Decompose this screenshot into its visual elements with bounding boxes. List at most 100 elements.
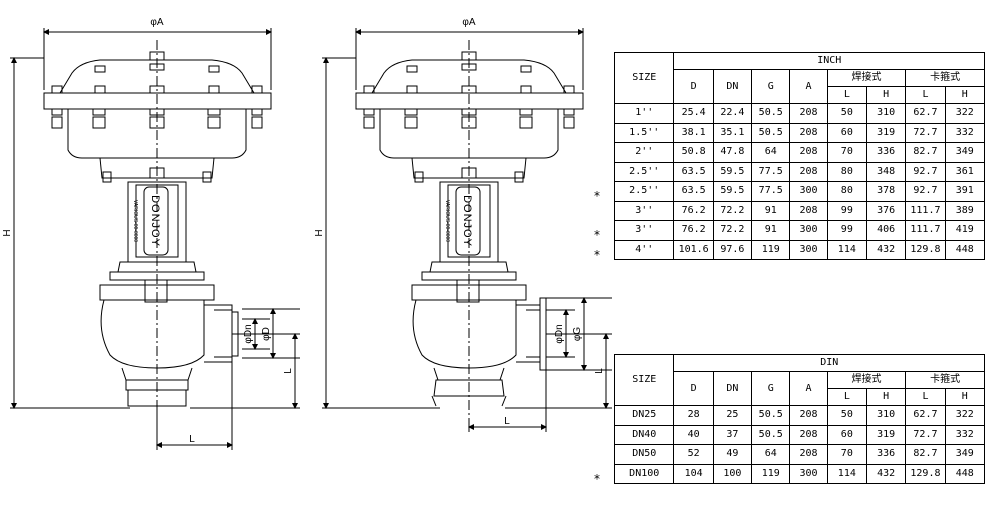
dim-phi-a-left: φA (150, 17, 163, 28)
value-cell: 50 (826, 405, 867, 426)
value-cell: 406 (865, 220, 907, 241)
inch-title: INCH (673, 52, 985, 70)
col-h-weld-header: H (865, 388, 907, 406)
dim-l-vertical-right: L (594, 368, 605, 374)
value-cell: 101.6 (673, 239, 714, 260)
value-cell: 59.5 (712, 161, 753, 182)
inch-spec-table: SIZE INCH D DN G A 焊接式 卡箍式 L H L H 1''25… (613, 52, 986, 260)
size-cell: DN50 (613, 444, 675, 465)
star-marker: * (594, 228, 600, 242)
col-h-clamp-header: H (944, 388, 986, 406)
value-cell: 28 (673, 405, 714, 426)
value-cell: 72.2 (712, 200, 753, 221)
size-cell: 3'' (613, 200, 675, 221)
value-cell: 432 (865, 463, 907, 484)
din-title: DIN (673, 354, 985, 372)
size-header: SIZE (613, 52, 675, 104)
welded-valve-drawing (10, 28, 300, 450)
value-cell: 119 (751, 463, 791, 484)
value-cell: 72.2 (712, 220, 753, 241)
brand-label-right: DONJOY (461, 195, 473, 247)
value-cell: 376 (865, 200, 907, 221)
value-cell: 348 (865, 161, 907, 182)
value-cell: 104 (673, 463, 714, 484)
value-cell: 50.8 (673, 142, 714, 163)
value-cell: 332 (944, 122, 986, 143)
value-cell: 38.1 (673, 122, 714, 143)
value-cell: 432 (865, 239, 907, 260)
weld-group-header: 焊接式 (826, 371, 907, 389)
value-cell: 111.7 (905, 200, 946, 221)
value-cell: 300 (789, 463, 828, 484)
col-d-header: D (673, 371, 714, 406)
value-cell: 349 (944, 142, 986, 163)
value-cell: 50.5 (751, 424, 791, 445)
value-cell: 114 (826, 239, 867, 260)
dim-phi-a-right: φA (462, 17, 475, 28)
size-cell: 3'' (613, 220, 675, 241)
clamp-group-header: 卡箍式 (905, 371, 985, 389)
col-a-header: A (789, 371, 828, 406)
value-cell: 300 (789, 220, 828, 241)
value-cell: 91 (751, 220, 791, 241)
dim-l-horizontal-left: L (189, 434, 195, 445)
col-dn-header: DN (712, 69, 753, 104)
value-cell: 114 (826, 463, 867, 484)
star-marker: * (594, 247, 600, 262)
value-cell: 92.7 (905, 161, 946, 182)
col-l-clamp-header: L (905, 388, 946, 406)
dim-phi-g-right: φG (572, 327, 583, 341)
value-cell: 50.5 (751, 405, 791, 426)
value-cell: 91 (751, 200, 791, 221)
clamp-valve-drawing (322, 28, 612, 432)
col-l-weld-header: L (826, 86, 867, 104)
value-cell: 92.7 (905, 181, 946, 202)
value-cell: 208 (789, 444, 828, 465)
value-cell: 80 (826, 181, 867, 202)
value-cell: 50 (826, 103, 867, 124)
value-cell: 349 (944, 444, 986, 465)
weld-group-header: 焊接式 (826, 69, 907, 87)
col-a-header: A (789, 69, 828, 104)
value-cell: 310 (865, 405, 907, 426)
value-cell: 332 (944, 424, 986, 445)
value-cell: 80 (826, 161, 867, 182)
value-cell: 64 (751, 142, 791, 163)
value-cell: 322 (944, 405, 986, 426)
value-cell: 62.7 (905, 103, 946, 124)
value-cell: 63.5 (673, 161, 714, 182)
size-cell: 1'' (613, 103, 675, 124)
col-h-weld-header: H (865, 86, 907, 104)
brand-small-left: VARIOUS-00-0000 (132, 200, 138, 242)
value-cell: 64 (751, 444, 791, 465)
dim-h-left: H (2, 229, 13, 236)
value-cell: 448 (944, 239, 986, 260)
value-cell: 378 (865, 181, 907, 202)
value-cell: 448 (944, 463, 986, 484)
col-g-header: G (751, 69, 791, 104)
clamp-group-header: 卡箍式 (905, 69, 985, 87)
value-cell: 208 (789, 405, 828, 426)
col-g-header: G (751, 371, 791, 406)
value-cell: 37 (712, 424, 753, 445)
value-cell: 52 (673, 444, 714, 465)
dim-phi-d-left: φD (261, 327, 272, 341)
value-cell: 60 (826, 122, 867, 143)
col-l-clamp-header: L (905, 86, 946, 104)
value-cell: 72.7 (905, 122, 946, 143)
size-cell: 4'' (613, 239, 675, 260)
value-cell: 47.8 (712, 142, 753, 163)
value-cell: 50.5 (751, 103, 791, 124)
value-cell: 100 (712, 463, 753, 484)
value-cell: 25 (712, 405, 753, 426)
value-cell: 336 (865, 142, 907, 163)
